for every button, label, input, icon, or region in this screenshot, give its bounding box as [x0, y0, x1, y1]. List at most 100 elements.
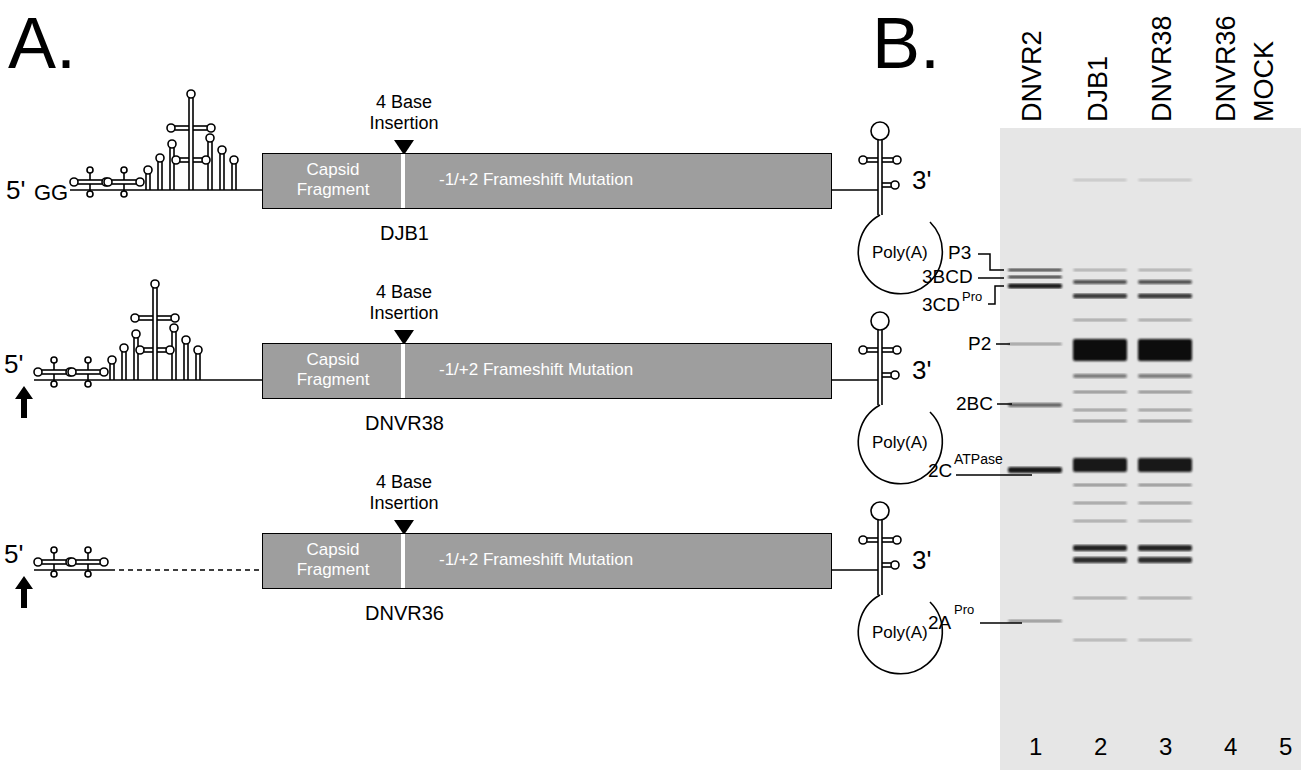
- end-label: 5': [4, 540, 23, 570]
- polya-tail: [858, 595, 942, 674]
- panel-a-art: [15, 90, 942, 674]
- rna-stem: [193, 125, 207, 127]
- rna-stem: [157, 315, 171, 317]
- rna-stem: [123, 173, 125, 180]
- rna-loop: [136, 346, 144, 354]
- rna-stem: [145, 174, 147, 190]
- region-label: -1/+2 Frameshift Mutation: [439, 550, 633, 570]
- rna-stem: [183, 344, 185, 380]
- rna-stem: [882, 541, 893, 543]
- rna-stem: [89, 173, 91, 180]
- genome-box: Capsid Fragment-1/+2 Frameshift Mutation: [262, 153, 832, 209]
- rna-stem: [139, 315, 153, 317]
- rna-loop: [859, 346, 867, 354]
- rna-loop: [85, 357, 91, 363]
- rna-stem: [139, 319, 153, 321]
- rna-stem: [882, 182, 891, 184]
- rna-loop: [85, 571, 91, 577]
- rna-loop: [893, 156, 901, 164]
- rna-stem: [867, 541, 878, 543]
- rna-loop: [194, 346, 202, 354]
- protein-label: 2BC: [956, 393, 993, 415]
- lane-number: 1: [1029, 733, 1042, 761]
- rna-stem: [867, 161, 878, 163]
- gel-band: [1138, 520, 1192, 523]
- insertion-gap: [401, 534, 405, 588]
- panel-letter: B.: [872, 2, 940, 85]
- gel-band: [1073, 409, 1127, 412]
- end-label: 3': [912, 546, 931, 576]
- rna-stem: [223, 154, 225, 190]
- start-arrow: [15, 386, 33, 418]
- gel-band: [1073, 339, 1127, 361]
- deletion-line: [110, 569, 262, 571]
- construct-name: DJB1: [380, 222, 429, 245]
- rna-loop: [100, 368, 108, 376]
- polya-label: Poly(A): [872, 433, 928, 453]
- gel-band: [1073, 179, 1127, 181]
- leader-line: [956, 474, 1032, 476]
- rna-loop: [166, 346, 174, 354]
- rna-loop: [859, 536, 867, 544]
- gel-band: [1073, 420, 1127, 423]
- lane-number: 4: [1224, 733, 1237, 761]
- rna-stem: [195, 354, 197, 380]
- gel-band: [1008, 620, 1062, 623]
- construct-name: DNVR36: [365, 602, 444, 625]
- rna-loop: [131, 314, 139, 322]
- rna-loop: [121, 167, 127, 173]
- rna-loop: [167, 124, 175, 132]
- utr-line: [34, 379, 262, 381]
- rna-stem: [157, 347, 166, 349]
- rna-stem: [109, 364, 111, 380]
- rna-stem: [882, 537, 893, 539]
- rna-loop: [187, 90, 195, 98]
- rna-stem: [125, 352, 127, 380]
- rna-stem: [144, 351, 153, 353]
- utr-line: [832, 569, 878, 571]
- region-label: -1/+2 Frameshift Mutation: [439, 170, 633, 190]
- gel-band: [1138, 374, 1192, 378]
- rna-loop: [871, 502, 889, 520]
- rna-loop: [893, 346, 901, 354]
- rna-stem: [867, 157, 878, 159]
- gel-image: [1000, 128, 1301, 770]
- rna-loop: [891, 371, 899, 379]
- rna-loop: [68, 368, 76, 376]
- rna-stem: [53, 363, 55, 370]
- rna-loop: [51, 381, 57, 387]
- gel-band: [1073, 502, 1127, 505]
- gel-band: [1138, 409, 1192, 412]
- rna-stem: [867, 347, 878, 349]
- rna-loop: [144, 166, 152, 174]
- rna-stem: [157, 351, 166, 353]
- utr-line: [70, 189, 262, 191]
- lane-number: 3: [1159, 733, 1172, 761]
- region-label: Capsid Fragment: [283, 350, 383, 391]
- lane-label: DNVR2: [1017, 30, 1048, 122]
- gel-band: [1073, 557, 1127, 563]
- gel-band: [1138, 420, 1192, 423]
- rna-loop: [34, 368, 42, 376]
- gel-band: [1008, 269, 1062, 272]
- rna-stem: [882, 186, 891, 188]
- rna-stem: [882, 161, 893, 163]
- gel-band: [1138, 597, 1192, 600]
- rna-stem: [157, 319, 171, 321]
- lane-label: DNVR36: [1211, 15, 1242, 122]
- lane-label: MOCK: [1249, 41, 1280, 122]
- rna-stem: [882, 566, 891, 568]
- rna-stem: [187, 344, 189, 380]
- gel-background: [1000, 128, 1301, 770]
- gel-band: [1073, 458, 1127, 472]
- gel-band: [1008, 403, 1062, 407]
- leader-line: [996, 343, 1010, 345]
- gel-band: [1008, 467, 1062, 473]
- superscript: Pro: [962, 290, 982, 305]
- gel-band: [1073, 597, 1127, 600]
- protein-label: 3BCD: [922, 266, 973, 288]
- region-label: Capsid Fragment: [283, 540, 383, 581]
- rna-stem: [175, 332, 177, 380]
- gel-band: [1073, 639, 1127, 642]
- gel-band: [1138, 179, 1192, 181]
